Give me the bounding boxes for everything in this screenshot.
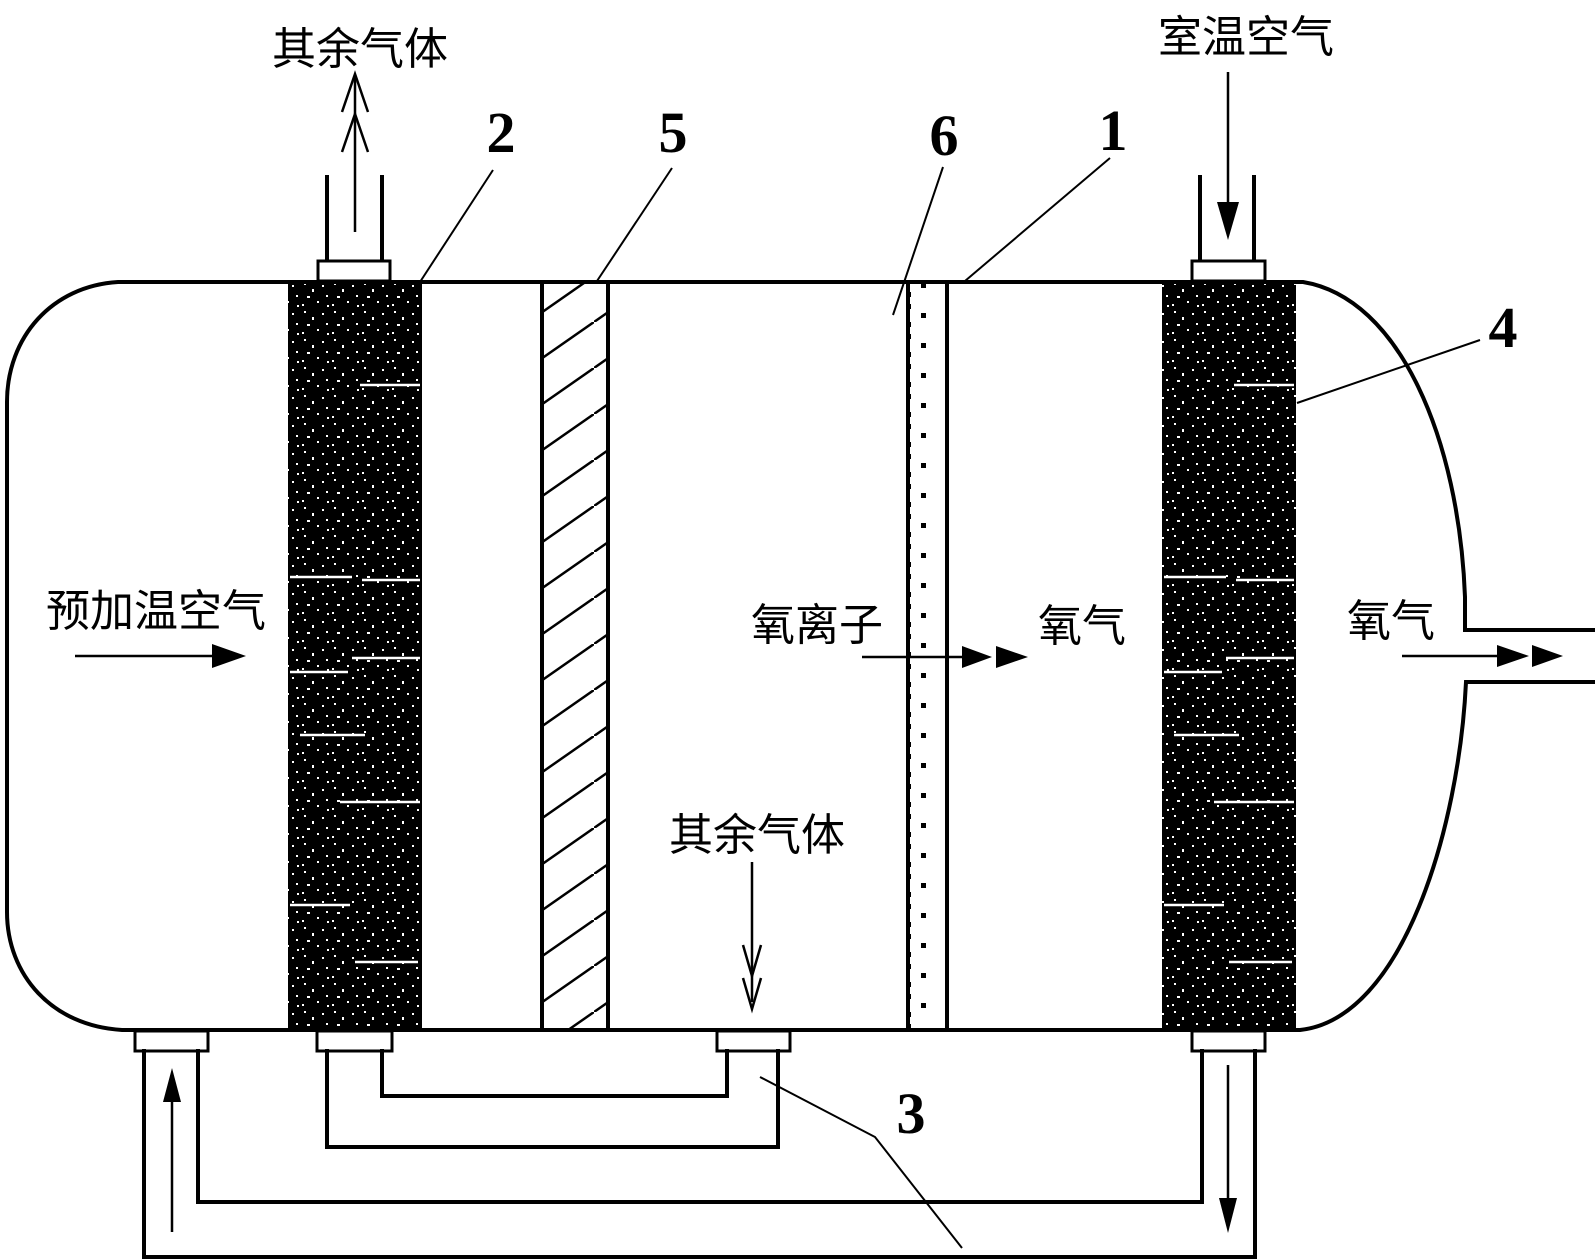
label-oxygen-mid: 氧气 <box>1038 602 1126 651</box>
label-oxygen-ions: 氧离子 <box>751 601 883 650</box>
heat-exchanger-band-right <box>1162 282 1296 1030</box>
bottom-left-flange <box>133 1029 210 1053</box>
bottom-right-down-arrow <box>1219 1065 1237 1233</box>
top-left-flange <box>316 259 392 283</box>
bottom-left-up-arrow <box>163 1068 181 1232</box>
label-exhaust-gas-top: 其余气体 <box>272 25 448 74</box>
ref-number-5: 5 <box>659 100 688 165</box>
bottom-port2-flange <box>315 1029 394 1053</box>
room-air-down-arrow <box>1217 72 1239 240</box>
vessel-outline <box>5 280 1595 1032</box>
ref-number-6: 6 <box>930 103 959 168</box>
bottom-middle-flange <box>715 1029 792 1053</box>
top-right-flange <box>1190 259 1267 283</box>
ref-number-4: 4 <box>1489 295 1518 360</box>
heat-exchanger-band-left <box>288 282 422 1030</box>
label-residual-gas-bottom: 其余气体 <box>669 811 845 860</box>
oxygen-ion-arrow <box>862 646 1028 668</box>
exhaust-up-arrow <box>340 70 370 232</box>
bottom-return-ducts <box>142 1049 1257 1259</box>
top-right-port <box>1190 175 1267 283</box>
ref-number-1: 1 <box>1099 98 1128 163</box>
oxygen-outlet-arrow <box>1402 645 1563 667</box>
bottom-right-flange <box>1190 1029 1267 1053</box>
ref-number-3: 3 <box>897 1081 926 1146</box>
leader-1 <box>964 157 1111 282</box>
preheated-air-arrow <box>75 644 246 668</box>
hatched-partition-band <box>540 280 610 1032</box>
residual-gas-down-arrow <box>741 862 763 1014</box>
top-left-port <box>316 175 392 283</box>
label-oxygen-outlet: 氧气 <box>1347 597 1435 646</box>
leader-2 <box>419 169 494 283</box>
leader-4 <box>1296 339 1481 404</box>
label-preheated-air: 预加温空气 <box>46 587 266 636</box>
ref-number-2: 2 <box>487 100 516 165</box>
label-room-temp-air: 室温空气 <box>1158 13 1334 62</box>
leader-6 <box>892 166 944 316</box>
leader-5 <box>596 167 673 282</box>
leader-3 <box>759 1076 963 1249</box>
